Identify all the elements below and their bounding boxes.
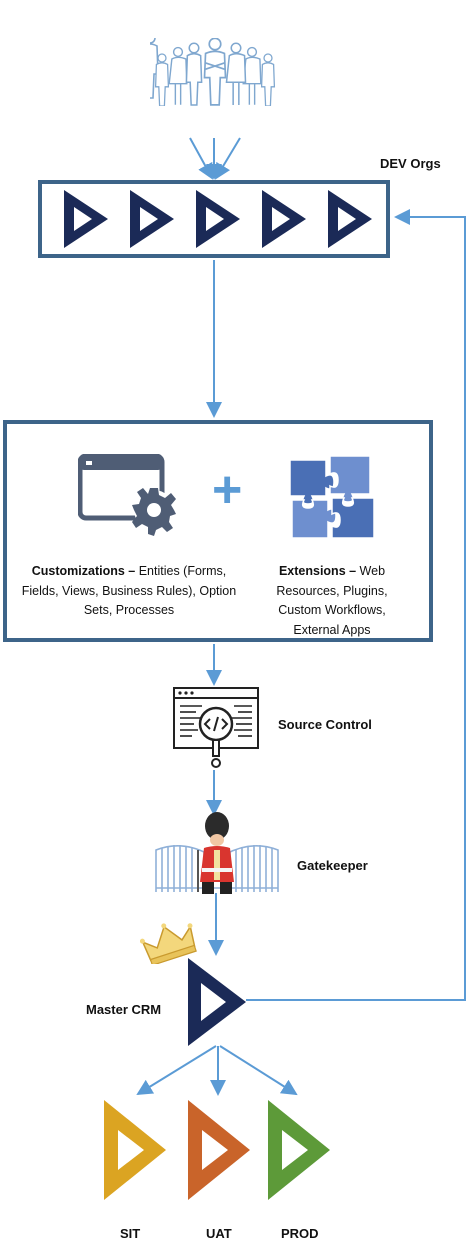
env-label-sit: SIT — [120, 1226, 141, 1241]
team-icon — [150, 38, 276, 106]
arrow-master-feedback-loop — [246, 209, 466, 1001]
arrow-people-left — [189, 137, 213, 180]
guard-gate-icon — [155, 812, 279, 894]
gatekeeper-label: Gatekeeper — [297, 858, 368, 873]
env-label-prod: PROD — [281, 1226, 319, 1241]
window-gear-icon — [78, 454, 176, 536]
extensions-detail: Web Resources, Plugins, Custom Workflows… — [276, 564, 388, 637]
dynamics-logo-icon — [262, 190, 306, 248]
arrow-people-right — [214, 137, 241, 180]
dynamics-logo-icon — [196, 190, 240, 248]
customizations-title: Customizations – — [31, 564, 136, 578]
puzzle-icon — [289, 455, 375, 539]
extensions-title: Extensions – — [278, 564, 357, 578]
plus-sign: + — [212, 461, 243, 519]
dev-orgs-logos — [64, 190, 372, 248]
crown-icon — [140, 923, 197, 964]
env-label-uat: UAT — [206, 1226, 232, 1241]
source-control-label: Source Control — [278, 717, 372, 732]
extensions-description: Extensions – Web Resources, Plugins, Cus… — [262, 562, 402, 640]
dynamics-logo-icon — [64, 190, 108, 248]
arrow-master-to-sit — [136, 1045, 217, 1096]
customizations-detail: Entities (Forms, Fields, Views, Business… — [21, 564, 237, 617]
uat-logo — [188, 1100, 250, 1200]
prod-logo — [268, 1100, 330, 1200]
dynamics-logo-icon — [130, 190, 174, 248]
master-crm-label: Master CRM — [86, 1002, 162, 1017]
arrow-master-to-prod — [219, 1045, 298, 1096]
code-document-icon — [173, 687, 259, 768]
dev-orgs-label: DEV Orgs — [380, 156, 441, 171]
master-crm-logo — [188, 958, 246, 1046]
dynamics-logo-icon — [328, 190, 372, 248]
sit-logo — [104, 1100, 166, 1200]
customizations-description: Customizations – Entities (Forms, Fields… — [18, 562, 240, 621]
